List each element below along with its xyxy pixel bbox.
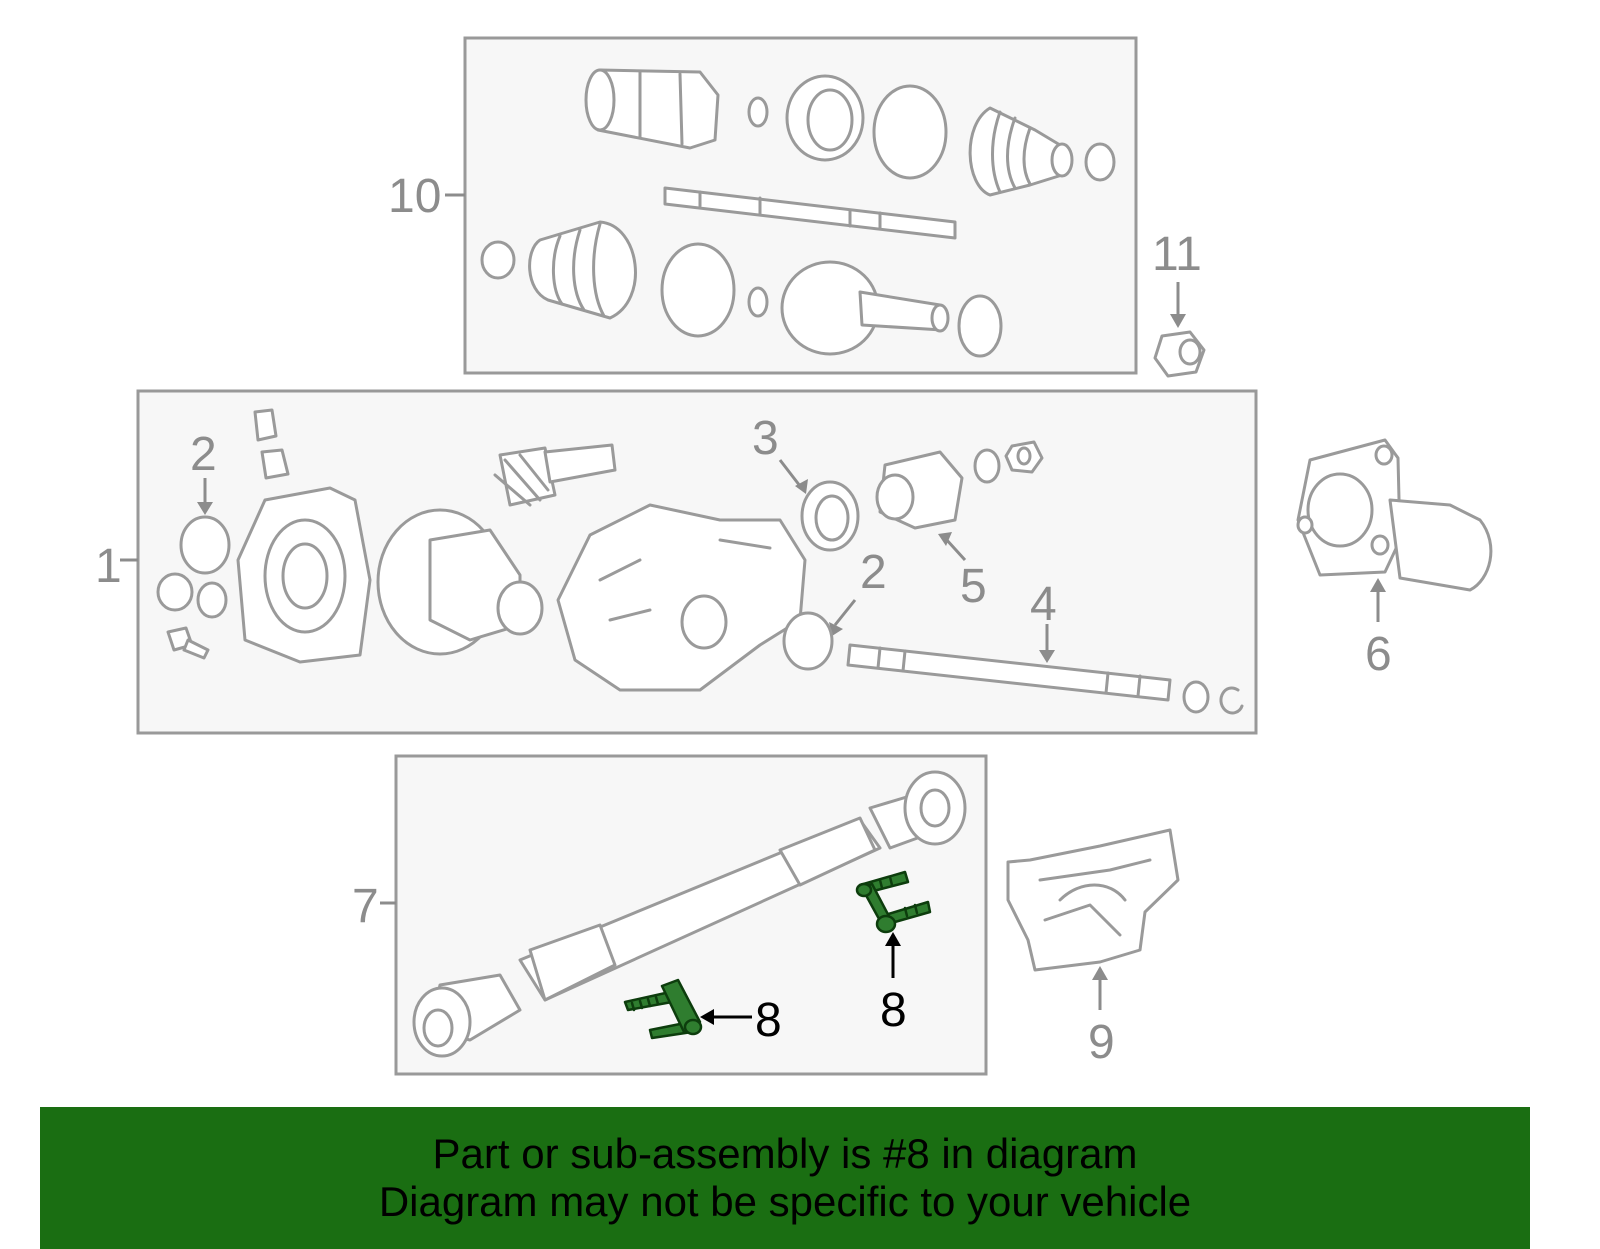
propeller-shaft[interactable] xyxy=(412,770,967,1058)
output-flange[interactable] xyxy=(875,450,964,530)
flange-washer[interactable] xyxy=(973,448,1001,484)
callout-11: 11 xyxy=(1152,228,1202,281)
callout-9: 9 xyxy=(1088,1016,1115,1069)
differential-housing[interactable] xyxy=(556,503,807,692)
callout-2-right: 2 xyxy=(860,546,887,599)
callout-7: 7 xyxy=(352,880,379,933)
axle-shaft[interactable] xyxy=(663,186,957,240)
differential-cover[interactable] xyxy=(236,486,372,664)
flange-nut[interactable] xyxy=(1004,440,1044,474)
callout-8-bottom: 8 xyxy=(755,994,782,1047)
small-clamp-inner[interactable] xyxy=(480,240,516,280)
differential-group: 1 2 xyxy=(95,389,1258,735)
outer-cv-joint[interactable] xyxy=(584,68,720,150)
intermediate-shaft[interactable] xyxy=(846,643,1172,702)
axle-seal[interactable] xyxy=(800,480,860,552)
banner-line-disclaimer: Diagram may not be specific to your vehi… xyxy=(378,1178,1192,1225)
inner-boot-clamp[interactable] xyxy=(660,242,736,338)
nut-group: 11 xyxy=(1152,228,1206,378)
callout-2-left: 2 xyxy=(190,428,217,481)
fill-plug[interactable] xyxy=(253,408,290,480)
callout-5: 5 xyxy=(960,560,987,613)
coupling-group: 6 xyxy=(1296,438,1493,681)
inner-snap-ring[interactable] xyxy=(747,286,769,318)
inner-seal-ring[interactable] xyxy=(957,294,1003,358)
outer-boot[interactable] xyxy=(968,106,1074,197)
callout-4: 4 xyxy=(1030,578,1057,631)
callout-10: 10 xyxy=(388,170,441,223)
propshaft-group: 7 8 xyxy=(352,754,988,1076)
small-clamp[interactable] xyxy=(1084,142,1116,182)
bolt-small[interactable] xyxy=(166,626,210,660)
ring-gear-shim[interactable] xyxy=(376,508,544,656)
washer[interactable] xyxy=(196,581,228,619)
highlighted-bolt-pair-top[interactable] xyxy=(855,870,932,934)
info-banner: Part or sub-assembly is #8 in diagram Di… xyxy=(40,1107,1530,1249)
rear-drive-coupling[interactable] xyxy=(1296,438,1493,592)
boot-clamp-ring[interactable] xyxy=(872,84,948,180)
shaft-circlip[interactable] xyxy=(1219,686,1244,715)
callout-1: 1 xyxy=(95,540,122,593)
plug-seal-left[interactable] xyxy=(179,515,231,575)
inner-cv-joint[interactable] xyxy=(780,260,950,356)
cv-bearing-cage[interactable] xyxy=(785,74,865,162)
highlighted-bolt-pair-bottom[interactable] xyxy=(623,978,703,1040)
pinion-gear[interactable] xyxy=(493,443,617,507)
o-ring[interactable] xyxy=(156,572,194,612)
plug-seal-right[interactable] xyxy=(782,611,834,671)
banner-line-part: Part or sub-assembly is #8 in diagram xyxy=(432,1130,1138,1177)
shaft-snap-ring[interactable] xyxy=(1182,680,1210,714)
callout-6: 6 xyxy=(1365,628,1392,681)
axle-nut[interactable] xyxy=(1153,330,1206,378)
heat-shield-group: 9 xyxy=(1006,828,1180,1069)
callout-3: 3 xyxy=(752,412,779,465)
callout-8-top: 8 xyxy=(880,984,907,1037)
snap-ring[interactable] xyxy=(747,96,769,128)
inner-boot[interactable] xyxy=(528,220,637,320)
heat-shield[interactable] xyxy=(1006,828,1180,972)
axle-assembly-group: 10 xyxy=(388,36,1138,375)
